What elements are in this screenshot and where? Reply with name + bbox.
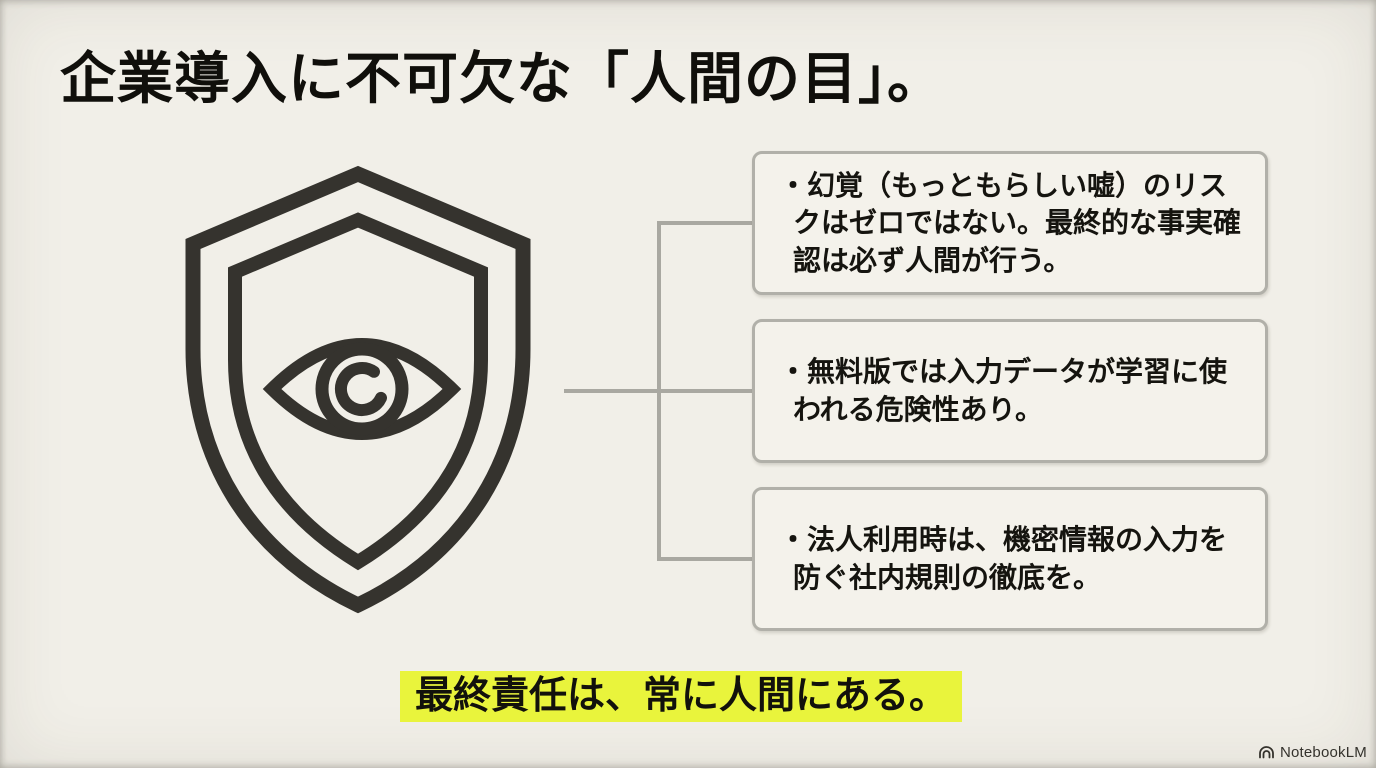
shield-eye-icon <box>181 164 535 616</box>
risk-box-hallucination: ・幻覚（もっともらしい嘘）のリスクはゼロではない。最終的な事実確認は必ず人間が行… <box>752 151 1268 295</box>
connector-stub-bottom <box>657 557 753 561</box>
brand-name: NotebookLM <box>1279 744 1367 761</box>
connector-stub-top <box>657 221 753 225</box>
risk-box-text: ・幻覚（もっともらしい嘘）のリスクはゼロではない。最終的な事実確認は必ず人間が行… <box>779 169 1242 276</box>
risk-box-text: ・無料版では入力データが学習に使われる危険性あり。 <box>779 356 1228 425</box>
risk-box-text: ・法人利用時は、機密情報の入力を防ぐ社内規則の徹底を。 <box>779 524 1228 593</box>
conclusion-highlight: 最終責任は、常に人間にある。 <box>400 671 963 722</box>
branding: NotebookLM <box>1258 744 1367 761</box>
slide-title: 企業導入に不可欠な「人間の目」。 <box>60 47 944 110</box>
notebooklm-logo-icon <box>1259 746 1274 759</box>
shield-eye-svg <box>185 165 531 614</box>
risk-box-corporate-rules: ・法人利用時は、機密情報の入力を防ぐ社内規則の徹底を。 <box>752 487 1268 631</box>
risk-box-free-version-data: ・無料版では入力データが学習に使われる危険性あり。 <box>752 319 1268 463</box>
connector-vertical-spine <box>657 221 661 561</box>
